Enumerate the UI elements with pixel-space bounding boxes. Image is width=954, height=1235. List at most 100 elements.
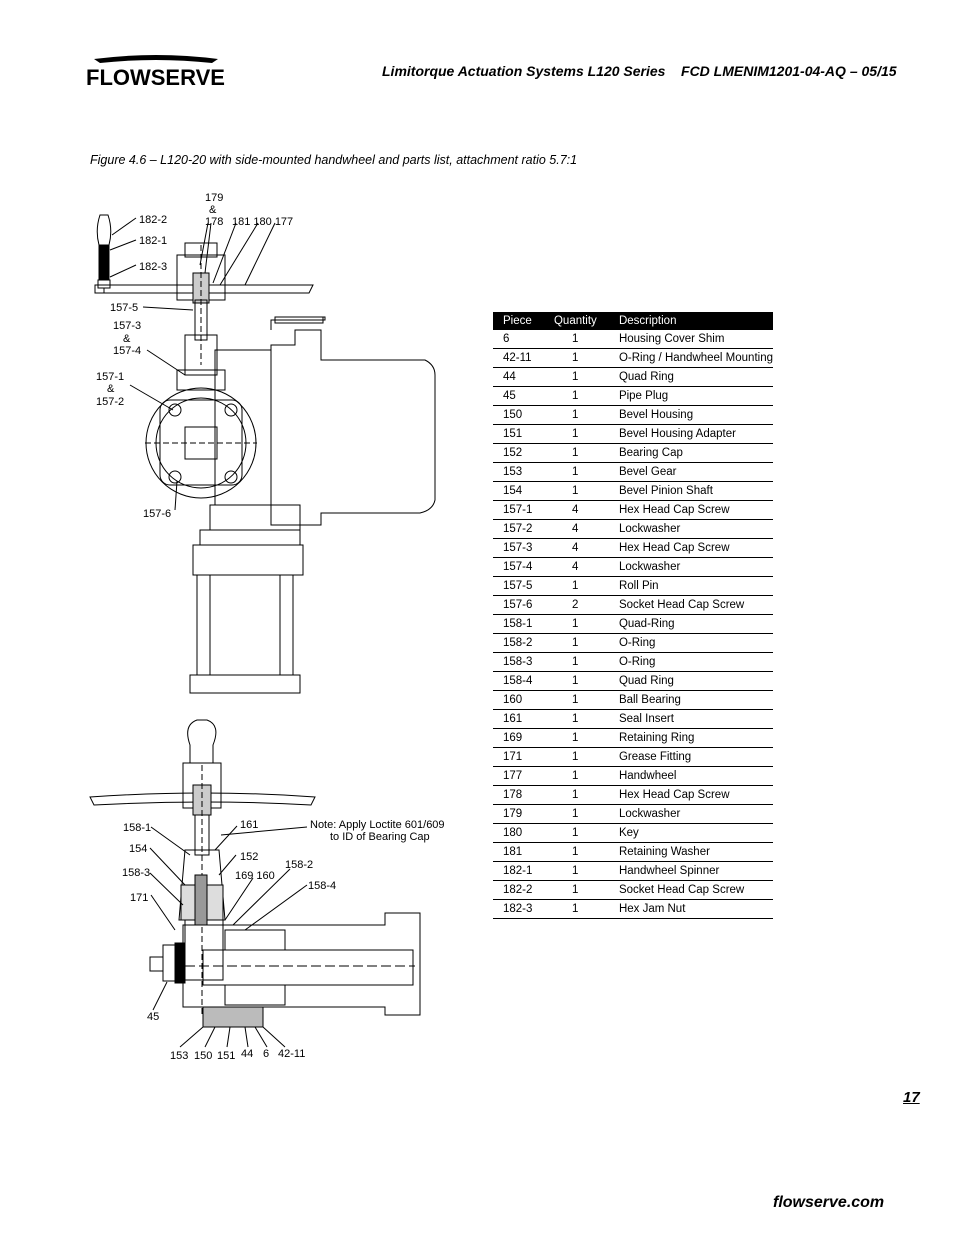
cell-description: Hex Head Cap Screw <box>608 785 773 805</box>
table-header-row: Piece Quantity Description <box>493 312 773 330</box>
cell-piece: 161 <box>493 709 544 729</box>
cell-piece: 169 <box>493 728 544 748</box>
cell-piece: 182-2 <box>493 880 544 900</box>
cell-description: Quad-Ring <box>608 614 773 634</box>
cell-piece: 44 <box>493 367 544 387</box>
cell-quantity: 1 <box>543 481 609 501</box>
cell-piece: 45 <box>493 386 544 406</box>
callout-157-6: 157-6 <box>143 508 171 520</box>
cell-quantity: 1 <box>543 633 609 653</box>
cell-quantity: 1 <box>543 709 609 729</box>
cell-description: Hex Jam Nut <box>608 899 773 919</box>
cell-piece: 178 <box>493 785 544 805</box>
callout-171: 171 <box>130 892 148 904</box>
cell-description: Pipe Plug <box>608 386 773 406</box>
cell-quantity: 1 <box>543 842 609 862</box>
cell-quantity: 1 <box>543 823 609 843</box>
footer-url: flowserve.com <box>773 1194 885 1211</box>
cell-quantity: 1 <box>543 348 609 368</box>
cell-description: Roll Pin <box>608 576 773 596</box>
cell-description: O-Ring <box>608 652 773 672</box>
handwheel-rim <box>94 284 314 294</box>
cell-piece: 180 <box>493 823 544 843</box>
top-view-drawing <box>94 214 436 694</box>
cell-piece: 179 <box>493 804 544 824</box>
callout-157-3: 157-3 <box>113 320 141 332</box>
cell-description: Lockwasher <box>608 804 773 824</box>
cell-quantity: 1 <box>543 424 609 444</box>
callout-150: 150 <box>194 1050 212 1062</box>
cell-description: Grease Fitting <box>608 747 773 767</box>
cell-piece: 158-3 <box>493 652 544 672</box>
cell-quantity: 1 <box>543 671 609 691</box>
cell-piece: 157-6 <box>493 595 544 615</box>
callout-178: 178 <box>205 216 223 228</box>
cell-quantity: 1 <box>543 652 609 672</box>
callout-169-160: 169 160 <box>235 870 275 882</box>
actuator-housing <box>270 329 436 526</box>
cell-description: Lockwasher <box>608 557 773 577</box>
cell-piece: 154 <box>493 481 544 501</box>
cell-piece: 181 <box>493 842 544 862</box>
logo-swoosh-icon <box>94 55 218 63</box>
figure-caption: Figure 4.6 – L120-20 with side-mounted h… <box>90 153 578 167</box>
cell-description: O-Ring / Handwheel Mounting <box>608 348 773 368</box>
cell-quantity: 1 <box>543 462 609 482</box>
loctite-note-line2: to ID of Bearing Cap <box>330 831 430 843</box>
cell-piece: 153 <box>493 462 544 482</box>
cell-piece: 158-2 <box>493 633 544 653</box>
horizontal-housing <box>182 912 421 1016</box>
cell-quantity: 2 <box>543 595 609 615</box>
cell-description: Retaining Ring <box>608 728 773 748</box>
callout-158-1: 158-1 <box>123 822 151 834</box>
cell-quantity: 1 <box>543 766 609 786</box>
cell-description: Quad Ring <box>608 367 773 387</box>
callout-6: 6 <box>263 1048 269 1060</box>
cell-description: Lockwasher <box>608 519 773 539</box>
cell-quantity: 4 <box>543 538 609 558</box>
cell-quantity: 1 <box>543 861 609 881</box>
cell-description: Retaining Washer <box>608 842 773 862</box>
cell-piece: 157-5 <box>493 576 544 596</box>
cell-piece: 182-3 <box>493 899 544 919</box>
cell-description: Bevel Pinion Shaft <box>608 481 773 501</box>
callout-45: 45 <box>147 1011 159 1023</box>
cell-piece: 171 <box>493 747 544 767</box>
cell-description: Bearing Cap <box>608 443 773 463</box>
cell-piece: 152 <box>493 443 544 463</box>
cell-quantity: 1 <box>543 728 609 748</box>
callout-amp-1: & <box>209 204 217 216</box>
callout-182-1: 182-1 <box>139 235 167 247</box>
callout-157-4: 157-4 <box>113 345 141 357</box>
callout-44: 44 <box>241 1048 253 1060</box>
callout-179: 179 <box>205 192 223 204</box>
cell-piece: 182-1 <box>493 861 544 881</box>
loctite-note-line1: Note: Apply Loctite 601/609 <box>310 819 445 831</box>
page-number: 17 <box>903 1089 920 1106</box>
logo-wordmark: FLOWSERVE <box>86 65 225 89</box>
cell-quantity: 1 <box>543 443 609 463</box>
spinner-handle-bottom <box>187 719 217 764</box>
cell-piece: 150 <box>493 405 544 425</box>
cell-piece: 157-4 <box>493 557 544 577</box>
callout-182-3: 182-3 <box>139 261 167 273</box>
